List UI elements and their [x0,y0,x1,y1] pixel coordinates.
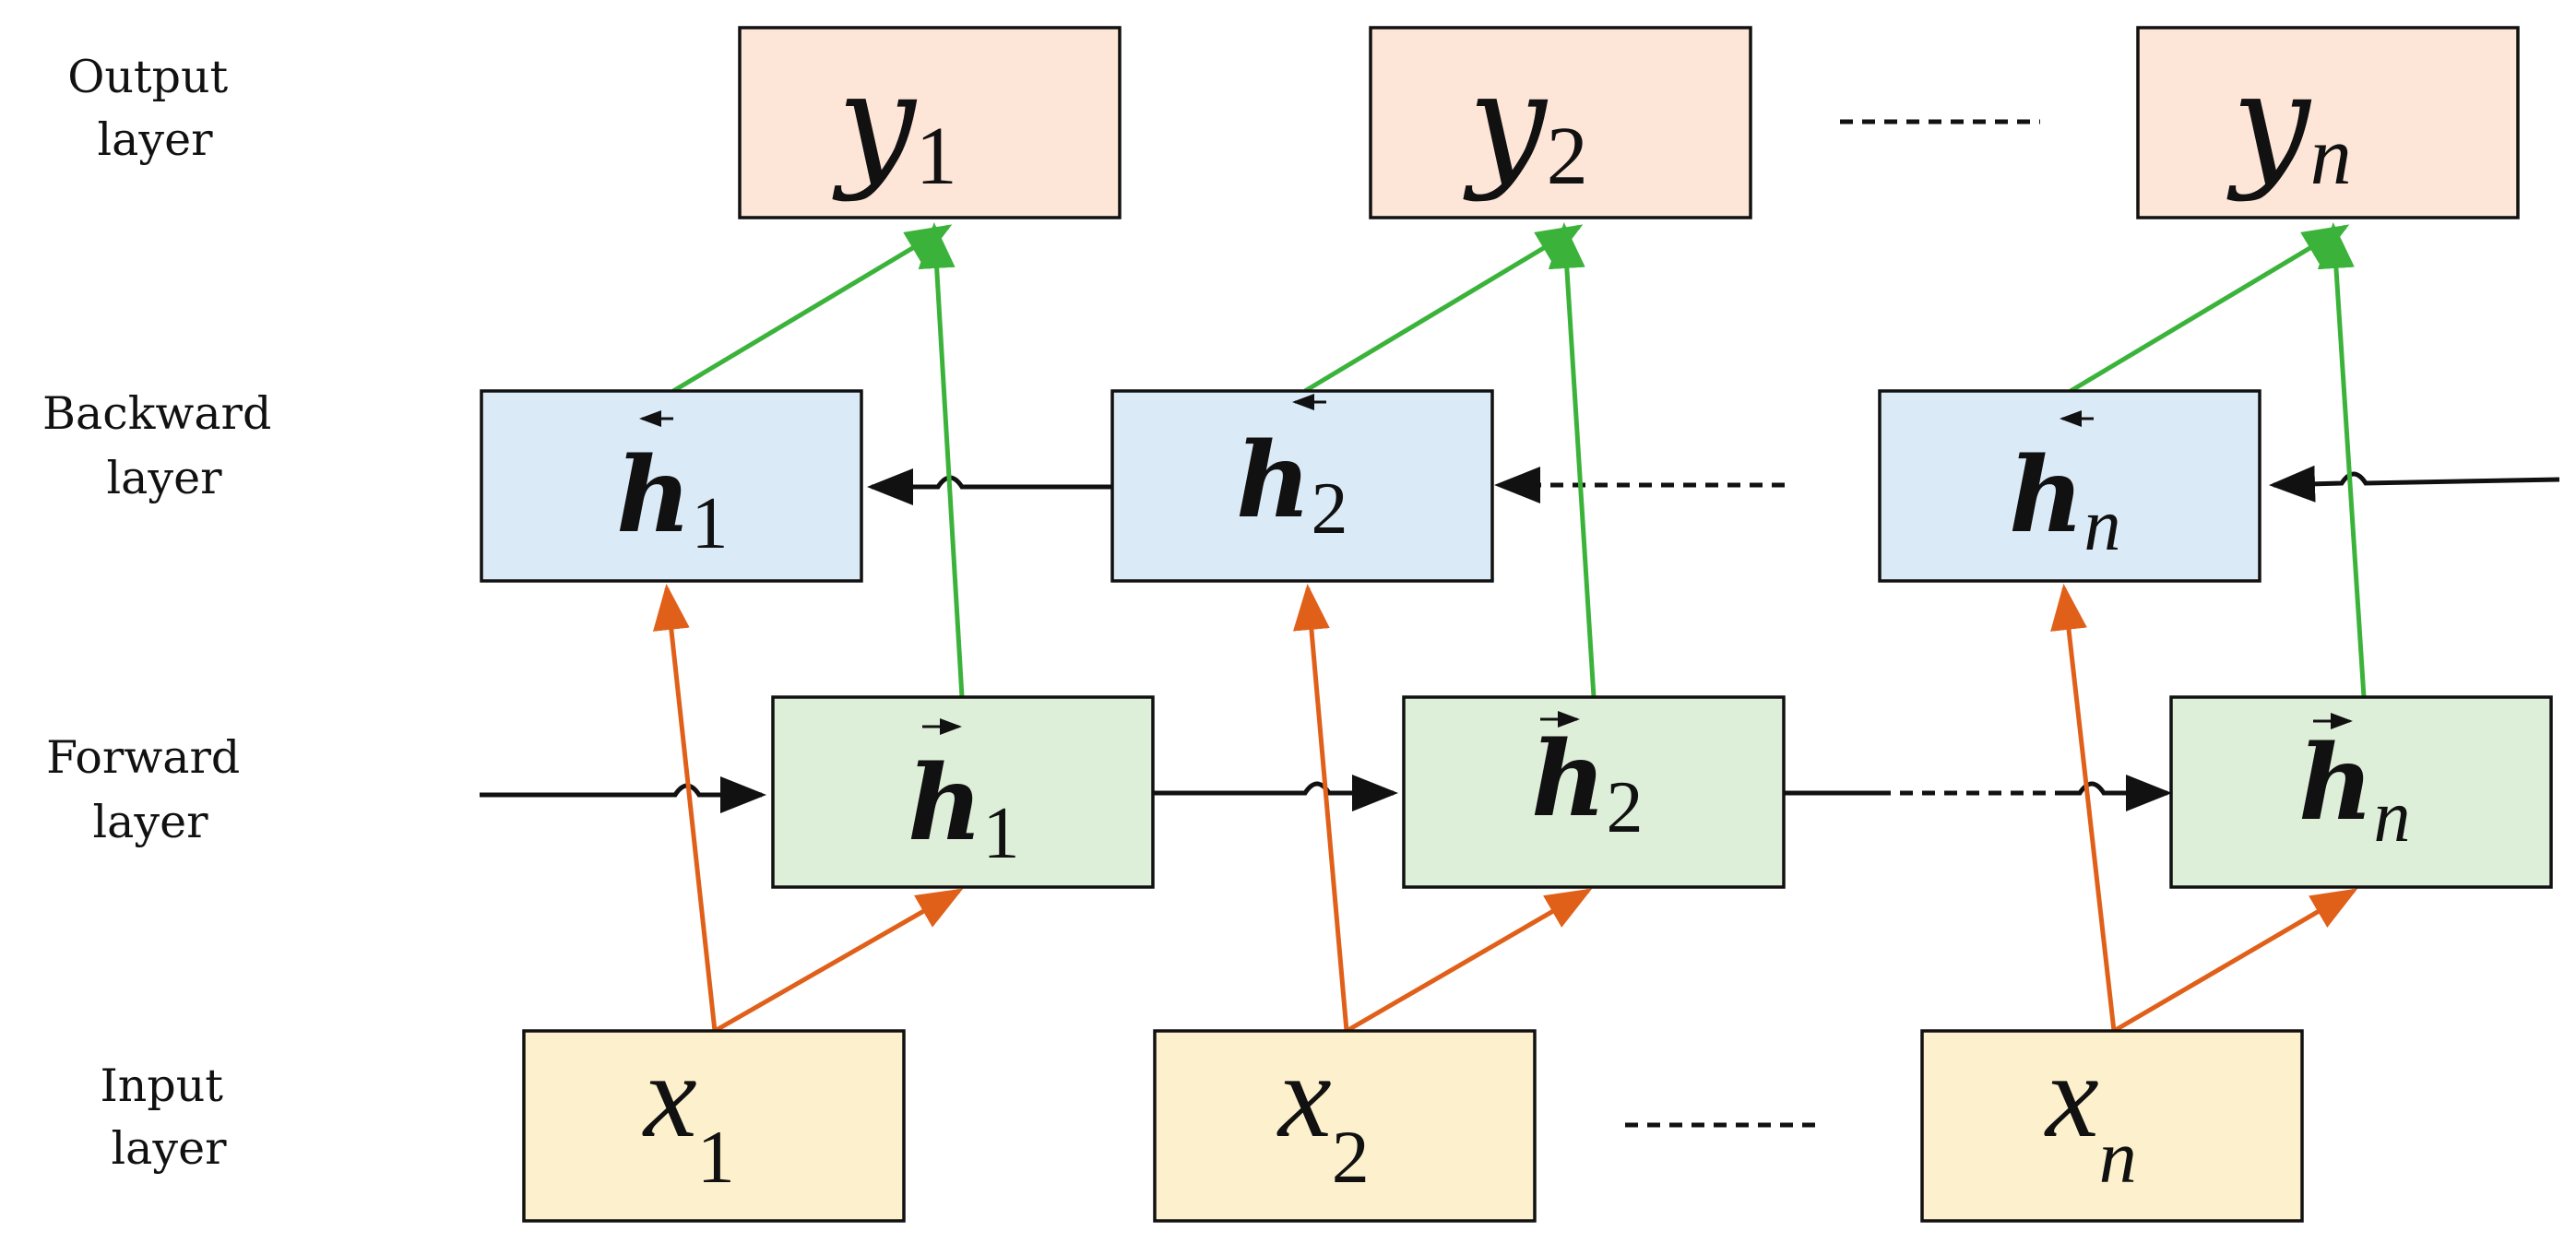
forward-node-2: h2 [1402,695,1786,889]
backwardn-to-outputn-arrow [2069,224,2350,394]
output-n-subscript: n [2310,111,2352,202]
input-layer-label-line2: layer [112,1122,228,1175]
output-layer-label-line1: Output [67,51,228,103]
forward-recurrent-arrow-1-2 [1153,775,1398,811]
forward1-to-output1-arrow [918,222,965,698]
forward-recurrent-arrow-in [480,776,766,813]
backward2-to-output2-arrow [1303,224,1584,394]
svg-text:y1: y1 [832,43,957,204]
output-node-n: yn [2136,26,2520,219]
output-2-symbol: y [1463,43,1549,204]
svg-text:yn: yn [2226,43,2352,204]
backward-n-subscript: n [2083,485,2120,566]
output-1-symbol: y [832,43,918,204]
input-2-subscript: 2 [1332,1115,1370,1199]
backward1-to-output1-arrow [671,224,953,394]
forward-1-symbol: h [908,743,982,864]
input-node-n: xn [1920,1029,2304,1223]
input1-to-backward1-arrow [652,584,718,1032]
forward-2-symbol: h [1531,719,1606,840]
output-2-subscript: 2 [1547,111,1588,202]
forward-layer-label: Forward layer [46,731,255,848]
input-n-symbol: x [2044,1030,2099,1163]
backward-layer-label-line1: Backward [42,387,271,440]
svg-text:xn: xn [2044,1030,2137,1199]
backward-1-symbol: h [616,435,691,556]
backward-recurrent-arrow-in [2269,465,2560,503]
forward-2-subscript: 2 [1606,767,1643,848]
forward-1-subscript: 1 [982,793,1019,874]
backward-recurrent-arrow-2-1 [867,468,1112,505]
svg-text:hn: hn [2009,435,2120,566]
input-layer-label-line1: Input [100,1060,223,1112]
svg-text:h1: h1 [908,743,1019,874]
backward-2-subscript: 2 [1311,468,1347,550]
svg-text:hn: hn [2298,723,2410,858]
backward-node-1: h1 [480,389,863,583]
forward-node-1: h1 [771,695,1155,889]
output-layer-label: Output layer [67,51,243,166]
forward-recurrent-arrow-to-n [2057,775,2172,811]
backward-layer-label: Backward layer [42,387,286,504]
inputn-to-backwardn-arrow [2050,584,2117,1032]
inputn-to-forwardn-arrow [2112,888,2358,1034]
svg-text:h2: h2 [1236,420,1347,550]
forwardn-to-outputn-arrow [2317,222,2367,698]
input2-to-backward2-arrow [1292,584,1349,1032]
backward-layer-label-line2: layer [107,452,223,504]
output-node-1: y1 [738,26,1122,219]
output-n-symbol: y [2226,43,2312,204]
input-node-2: x2 [1153,1029,1537,1223]
backward-2-symbol: h [1236,420,1311,541]
backward-node-2: h2 [1110,389,1494,583]
input2-to-forward2-arrow [1345,888,1593,1034]
input-node-1: x1 [522,1029,906,1223]
output-layer-label-line2: layer [98,113,214,166]
svg-text:x1: x1 [642,1030,735,1199]
input-n-subscript: n [2099,1115,2137,1199]
svg-text:x2: x2 [1276,1030,1370,1199]
backward-node-n: hn [1878,389,2261,583]
backward-n-symbol: h [2009,435,2083,556]
forward-n-symbol: h [2298,723,2373,844]
output-node-2: y2 [1369,26,1752,219]
output-1-subscript: 1 [916,111,957,202]
backward-1-subscript: 1 [691,483,728,564]
input1-to-forward1-arrow [713,888,964,1034]
svg-text:y2: y2 [1463,43,1588,204]
forward2-to-output2-arrow [1548,222,1597,698]
forward-layer-label-line2: layer [93,796,209,848]
input-layer-label: Input layer [100,1060,237,1175]
forward-node-n: hn [2169,695,2553,889]
forward-n-subscript: n [2373,776,2410,858]
forward-layer-label-line1: Forward [46,731,240,784]
svg-text:h1: h1 [616,435,728,564]
input-2-symbol: x [1276,1030,1332,1163]
svg-text:h2: h2 [1531,719,1643,848]
input-1-symbol: x [642,1030,697,1163]
input-1-subscript: 1 [697,1115,735,1199]
